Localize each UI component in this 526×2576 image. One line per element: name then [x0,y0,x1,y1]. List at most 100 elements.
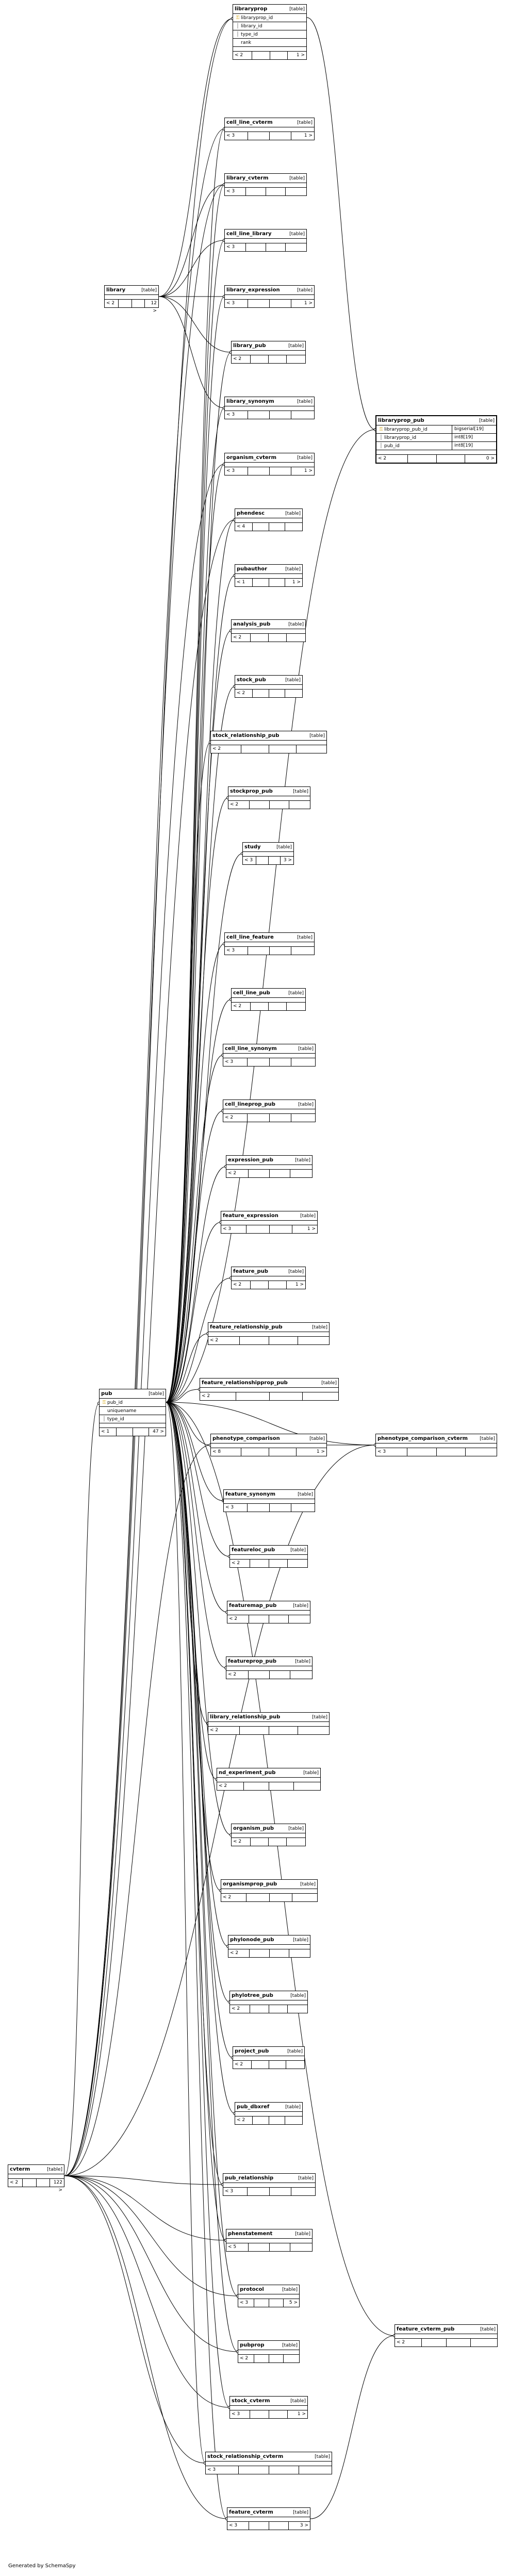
parents-link[interactable]: < 3 [225,132,249,140]
parents-link[interactable]: < 2 [227,1615,249,1623]
table-protocol[interactable]: protocol[table] < 3 5 > [238,2285,300,2307]
parents-link[interactable]: < 5 [226,2243,249,2251]
parents-link[interactable]: < 8 [211,1448,241,1456]
children-link[interactable] [288,2005,307,2013]
children-link[interactable]: 5 > [289,2300,298,2305]
table-header[interactable]: stock_cvterm[table] [230,2397,307,2406]
children-link[interactable]: 0 > [486,456,495,461]
parents-link[interactable]: < 2 [232,634,251,642]
table-phendesc[interactable]: phendesc[table]< 4 [235,508,303,531]
children-link[interactable]: 1 > [296,53,305,58]
table-header[interactable]: phenstatement[table] [226,2229,312,2239]
parents-link[interactable]: < 2 [8,2179,23,2187]
column-row[interactable]: │type_id [233,30,306,39]
table-name[interactable]: pubauthor [237,566,268,572]
table-phenstatement[interactable]: phenstatement[table] < 5 [226,2229,313,2252]
table-header[interactable]: phenotype_comparison_cvterm[table] [376,1434,497,1443]
parents-link[interactable]: < 2 [208,1727,240,1734]
table-analysis-pub[interactable]: analysis_pub[table]< 2 [231,619,306,642]
parents-link[interactable]: < 3 [206,2466,239,2474]
table-name[interactable]: stock_pub [237,677,266,683]
table-name[interactable]: featureloc_pub [232,1547,275,1553]
table-name[interactable]: cell_line_feature [226,934,274,940]
table-project-pub[interactable]: project_pub[table]< 2 [233,2046,305,2069]
table-header[interactable]: library_cvterm[table] [225,174,306,183]
table-name[interactable]: cell_lineprop_pub [225,1102,275,1107]
table-nd-experiment-pub[interactable]: nd_experiment_pub[table]< 2 [217,1768,321,1791]
children-link[interactable]: 1 > [304,468,313,473]
parents-link[interactable]: < 1 [235,579,253,586]
table-stock-relationship-cvterm[interactable]: stock_relationship_cvterm[table] < 3 [205,2452,332,2474]
parents-link[interactable]: < 2 [228,1949,250,1957]
table-name[interactable]: phendesc [237,511,265,516]
column-row[interactable]: rank [233,39,306,47]
table-header[interactable]: phylonode_pub[table] [228,1935,310,1945]
table-stock-pub[interactable]: stock_pub[table]< 2 [235,675,303,698]
children-link[interactable]: 3 > [300,2523,308,2528]
table-header[interactable]: pub_relationship[table] [223,2174,315,2183]
children-link[interactable] [287,355,305,363]
table-header[interactable]: library_expression[table] [225,286,314,295]
children-link[interactable] [288,1560,307,1567]
table-name[interactable]: pub [101,1391,112,1397]
table-header[interactable]: organism_pub[table] [232,1824,305,1833]
table-name[interactable]: stock_relationship_cvterm [207,2454,284,2459]
parents-link[interactable]: < 3 [243,857,256,864]
parents-link[interactable]: < 2 [226,1671,249,1679]
table-pubprop[interactable]: pubprop[table]< 2 [238,2340,300,2363]
column-row[interactable]: ⚿pub_id [100,1399,166,1407]
table-header[interactable]: stock_relationship_cvterm[table] [206,2452,332,2462]
table-header[interactable]: featureloc_pub[table] [230,1546,307,1555]
table-header[interactable]: library_pub[table] [232,341,305,351]
table-cell-line-pub[interactable]: cell_line_pub[table]< 2 [231,988,306,1011]
parents-link[interactable]: < 3 [221,1225,246,1233]
parents-link[interactable]: < 3 [238,2299,254,2307]
parents-link[interactable]: < 3 [225,467,249,475]
table-header[interactable]: libraryprop[table] [233,5,306,14]
table-header[interactable]: cell_line_feature[table] [225,933,314,942]
table-header[interactable]: pubprop[table] [238,2341,299,2350]
table-header[interactable]: cell_line_synonym[table] [223,1044,315,1054]
children-link[interactable] [291,947,314,955]
table-header[interactable]: cell_lineprop_pub[table] [223,1100,315,1109]
parents-link[interactable]: < 2 [211,745,241,753]
table-name[interactable]: pub_dbxref [237,2104,270,2110]
table-header[interactable]: feature_cvterm[table] [227,2508,310,2517]
table-name[interactable]: organism_cvterm [226,455,276,461]
children-link[interactable] [466,1448,497,1456]
table-feature-relationship-pub[interactable]: feature_relationship_pub[table]< 2 [208,1322,330,1345]
parents-link[interactable]: < 2 [232,355,251,363]
table-featureprop-pub[interactable]: featureprop_pub[table] < 2 [226,1656,313,1679]
children-link[interactable] [299,2466,332,2474]
children-link[interactable] [291,1114,315,1122]
table-library-relationship-pub[interactable]: library_relationship_pub[table]< 2 [208,1712,330,1735]
table-header[interactable]: feature_relationshipprop_pub[table] [200,1379,338,1388]
children-link[interactable] [294,1782,320,1790]
table-header[interactable]: protocol[table] [238,2285,299,2294]
children-link[interactable] [291,1058,315,1066]
parents-link[interactable]: < 2 [233,2061,252,2069]
children-link[interactable]: 1 > [304,301,313,306]
children-link[interactable] [298,1337,329,1344]
parents-link[interactable]: < 3 [227,2522,249,2530]
table-featuremap-pub[interactable]: featuremap_pub[table]< 2 [227,1601,310,1623]
table-libraryprop-pub[interactable]: libraryprop_pub[table]⚿libraryprop_pub_i… [375,415,497,464]
parents-link[interactable]: < 2 [208,1337,240,1344]
parents-link[interactable]: < 3 [225,188,246,195]
table-name[interactable]: nd_experiment_pub [219,1770,276,1776]
table-featureloc-pub[interactable]: featureloc_pub[table]< 2 [229,1545,308,1568]
table-header[interactable]: featureprop_pub[table] [226,1657,312,1666]
table-name[interactable]: library_synonym [226,399,274,404]
table-name[interactable]: feature_pub [233,1269,268,1274]
children-link[interactable] [297,745,326,753]
table-feature-cvterm-pub[interactable]: feature_cvterm_pub[table]< 2 [395,2324,498,2347]
table-header[interactable]: pub[table] [100,1389,166,1399]
table-header[interactable]: cvterm[table] [8,2165,64,2174]
